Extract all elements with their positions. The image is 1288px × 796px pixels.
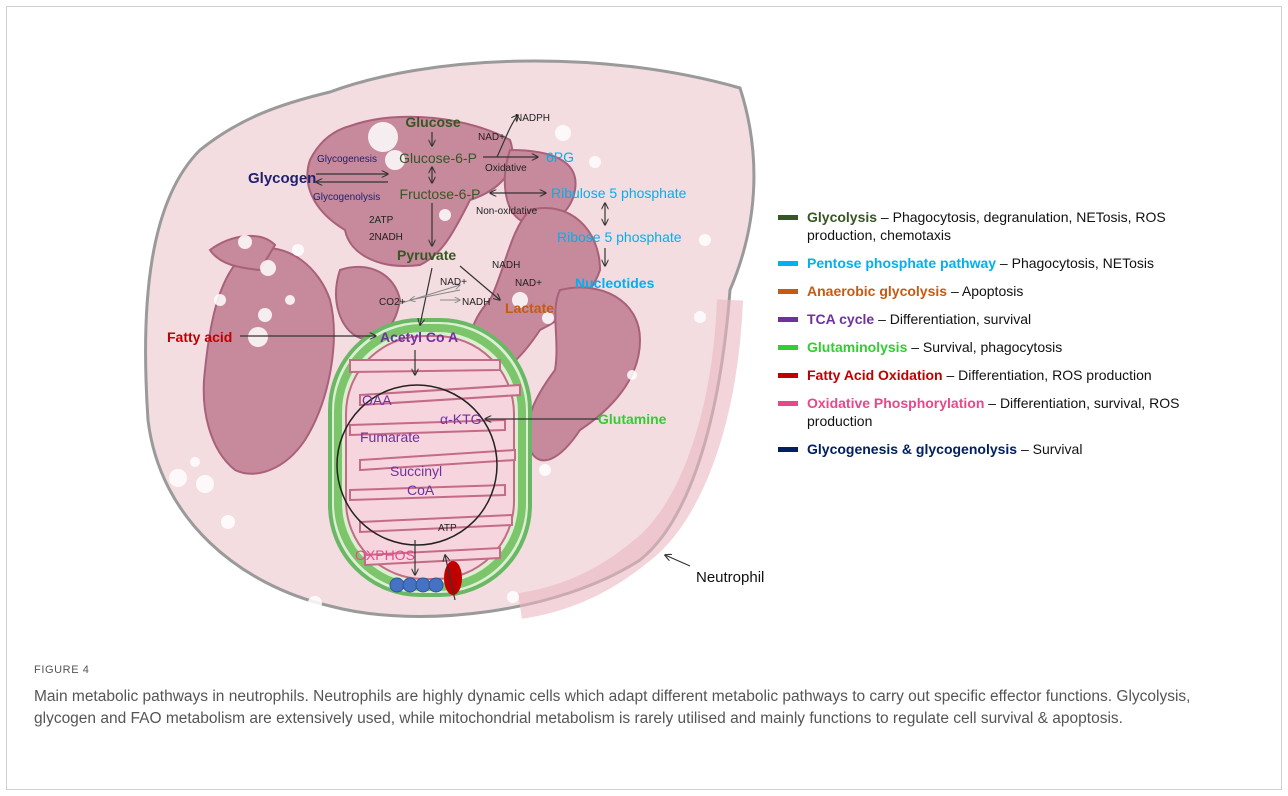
label-nad-plus-3: NAD+ (515, 278, 542, 289)
legend-swatch (778, 215, 798, 220)
label-nadh-2: NADH (462, 297, 490, 308)
legend-text: – Apoptosis (947, 283, 1023, 299)
legend-name: TCA cycle (807, 311, 874, 327)
label-nad-plus-2: NAD+ (440, 277, 467, 288)
legend-text: – Survival, phagocytosis (907, 339, 1062, 355)
label-glutamine: Glutamine (598, 411, 667, 427)
legend-name: Anaerobic glycolysis (807, 283, 947, 299)
legend-name: Glycogenesis & glycogenolysis (807, 441, 1017, 457)
legend-item-fao: Fatty Acid Oxidation – Differentiation, … (778, 366, 1238, 384)
label-glucose: Glucose (405, 114, 460, 130)
legend-item-anaerobic: Anaerobic glycolysis – Apoptosis (778, 282, 1238, 300)
label-akg: α-KTG (440, 411, 482, 427)
legend-name: Fatty Acid Oxidation (807, 367, 943, 383)
legend-swatch (778, 345, 798, 350)
legend-item-glycogen: Glycogenesis & glycogenolysis – Survival (778, 440, 1238, 458)
label-neutrophil: Neutrophil (696, 569, 764, 586)
figure-label: FIGURE 4 (34, 664, 90, 676)
label-pyruvate: Pyruvate (397, 247, 456, 263)
label-succinyl: Succinyl (390, 463, 442, 479)
legend-swatch (778, 289, 798, 294)
legend-text: – Phagocytosis, NETosis (996, 255, 1154, 271)
label-acetyl-coa: Acetyl Co A (380, 329, 458, 345)
legend-swatch (778, 261, 798, 266)
label-ribose: Ribose 5 phosphate (557, 229, 682, 245)
legend-text: – Differentiation, survival (874, 311, 1031, 327)
label-g6p: Glucose-6-P (399, 150, 477, 166)
label-glycogenesis: Glycogenesis (317, 154, 377, 165)
legend-name: Oxidative Phosphorylation (807, 395, 984, 411)
legend-swatch (778, 401, 798, 406)
label-glycogenolysis: Glycogenolysis (313, 192, 380, 203)
label-2atp: 2ATP (369, 215, 394, 226)
label-fatty-acid: Fatty acid (167, 329, 232, 345)
legend-name: Pentose phosphate pathway (807, 255, 996, 271)
legend-item-oxphos: Oxidative Phosphorylation – Differentiat… (778, 394, 1238, 430)
label-nadh: NADH (492, 260, 520, 271)
label-nad-plus: NAD+ (478, 132, 505, 143)
label-co2: CO2+ (379, 297, 406, 308)
legend-name: Glycolysis (807, 209, 877, 225)
label-glycogen: Glycogen (248, 170, 316, 187)
legend: Glycolysis – Phagocytosis, degranulation… (778, 208, 1238, 458)
label-6pg: 6PG (546, 149, 574, 165)
legend-name: Glutaminolysis (807, 339, 907, 355)
legend-text: – Differentiation, ROS production (943, 367, 1152, 383)
legend-item-ppp: Pentose phosphate pathway – Phagocytosis… (778, 254, 1238, 272)
label-atp: ATP (438, 523, 457, 534)
label-f6p: Fructose-6-P (400, 186, 481, 202)
label-ribulose: Ribulose 5 phosphate (551, 185, 687, 201)
label-coa: CoA (407, 482, 435, 498)
label-oaa: OAA (362, 392, 392, 408)
label-nucleotides: Nucleotides (575, 275, 655, 291)
label-nadph: NADPH (515, 113, 550, 124)
legend-swatch (778, 373, 798, 378)
legend-text: – Survival (1017, 441, 1082, 457)
label-fumarate: Fumarate (360, 429, 420, 445)
label-2nadh: 2NADH (369, 232, 403, 243)
legend-item-tca: TCA cycle – Differentiation, survival (778, 310, 1238, 328)
figure-caption: Main metabolic pathways in neutrophils. … (34, 686, 1254, 730)
label-non-oxidative: Non-oxidative (476, 206, 538, 217)
legend-item-glutaminolysis: Glutaminolysis – Survival, phagocytosis (778, 338, 1238, 356)
label-oxphos: OXPHOS (355, 547, 415, 563)
legend-swatch (778, 447, 798, 452)
label-lactate: Lactate (505, 300, 554, 316)
label-oxidative: Oxidative (485, 163, 527, 174)
legend-swatch (778, 317, 798, 322)
legend-item-glycolysis: Glycolysis – Phagocytosis, degranulation… (778, 208, 1238, 244)
